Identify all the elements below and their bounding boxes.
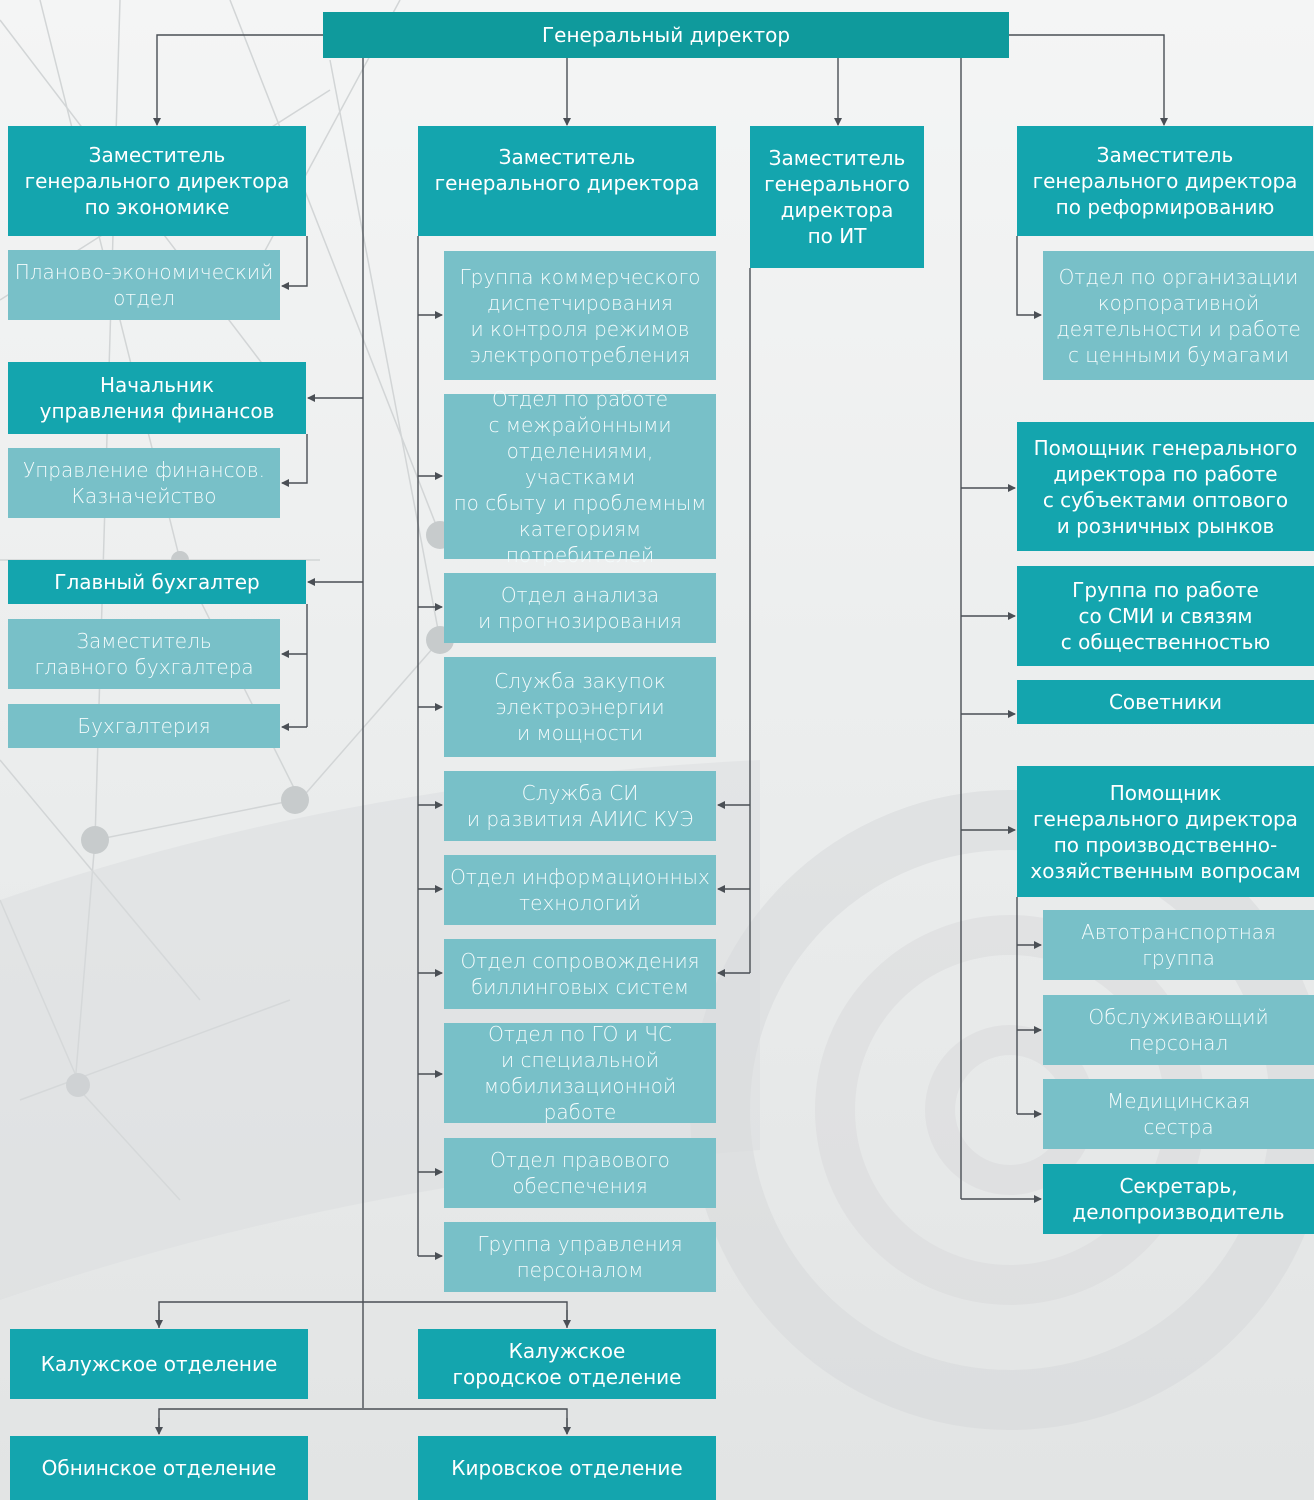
deputy-economics-box: Заместитель генерального директора по эк… <box>8 126 306 236</box>
middle-dept-box: Отдел по работе с межрайонными отделения… <box>444 387 716 567</box>
accounting-box: Бухгалтерия <box>8 704 280 748</box>
branch-kirov-box: Кировское отделение <box>418 1436 716 1500</box>
service-staff-box: Обслуживающий персонал <box>1043 995 1314 1065</box>
deputy-reform-box: Заместитель генерального директора по ре… <box>1017 126 1313 236</box>
transport-group-box: Автотранспортная группа <box>1043 910 1314 980</box>
branch-obninsk-box: Обнинское отделение <box>10 1436 308 1500</box>
middle-dept-box: Отдел анализа и прогнозирования <box>444 573 716 643</box>
middle-dept-box: Отдел сопровождения биллинговых систем <box>444 939 716 1009</box>
finance-head-box: Начальник управления финансов <box>8 362 306 434</box>
middle-dept-box: Служба СИ и развития АИИС КУЭ <box>444 771 716 841</box>
nurse-box: Медицинская сестра <box>1043 1079 1314 1149</box>
branch-kaluga-box: Калужское отделение <box>10 1329 308 1399</box>
chief-accountant-box: Главный бухгалтер <box>8 560 306 604</box>
deputy-general-box: Заместитель генерального директора <box>418 126 716 236</box>
branch-kaluga-city-box: Калужское городское отделение <box>418 1329 716 1399</box>
secretary-box: Секретарь, делопроизводитель <box>1043 1164 1314 1234</box>
securities-dept-box: Отдел по организации корпоративной деяте… <box>1043 251 1314 380</box>
finance-dept-box: Управление финансов. Казначейство <box>8 448 280 518</box>
planning-dept-box: Планово-экономический отдел <box>8 250 280 320</box>
media-group-box: Группа по работе со СМИ и связям с общес… <box>1017 566 1314 666</box>
middle-dept-box: Отдел правового обеспечения <box>444 1138 716 1208</box>
deputy-it-box: Заместитель генерального директора по ИТ <box>750 126 924 268</box>
middle-dept-box: Группа управления персоналом <box>444 1222 716 1292</box>
ceo-box: Генеральный директор <box>323 12 1009 58</box>
middle-dept-box: Группа коммерческого диспетчирования и к… <box>444 251 716 380</box>
middle-dept-box: Служба закупок электроэнергии и мощности <box>444 657 716 757</box>
wholesale-assistant-box: Помощник генерального директора по работ… <box>1017 422 1314 551</box>
middle-dept-box: Отдел информационных технологий <box>444 855 716 925</box>
deputy-accountant-box: Заместитель главного бухгалтера <box>8 619 280 689</box>
production-assistant-box: Помощник генерального директора по произ… <box>1017 766 1314 897</box>
middle-dept-box: Отдел по ГО и ЧС и специальной мобилизац… <box>444 1022 716 1124</box>
advisors-box: Советники <box>1017 680 1314 724</box>
